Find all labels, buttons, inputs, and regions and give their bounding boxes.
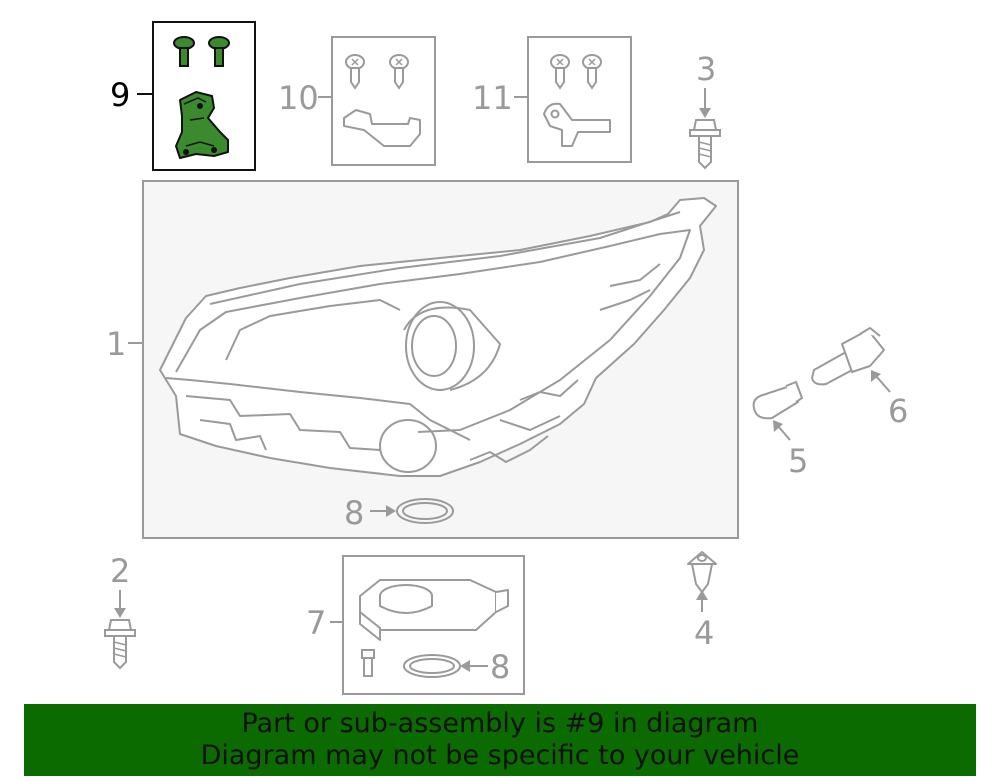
leader-4 [696,590,708,612]
parts-diagram: 9 10 11 3 1 [104,21,908,695]
callout-6[interactable]: 6 [888,392,908,430]
part-3-bolt[interactable] [689,119,721,169]
part-10-box[interactable] [331,36,436,166]
callout-3[interactable]: 3 [696,50,716,88]
info-banner: Part or sub-assembly is #9 in diagram Di… [24,704,976,776]
part-11-box[interactable] [527,36,632,163]
part-7-box[interactable] [342,555,525,695]
callout-5[interactable]: 5 [788,442,808,480]
part-8-gasket-upper[interactable] [396,498,454,524]
callout-7[interactable]: 7 [306,604,326,642]
part-4-clip[interactable] [687,551,717,593]
part-9-screw-left [173,36,195,67]
callout-8-lower[interactable]: 8 [490,648,510,686]
part-1-headlamp[interactable] [159,197,717,477]
part-9-screw-right [208,36,230,67]
callout-4[interactable]: 4 [694,614,714,652]
leader-5 [773,420,791,441]
callout-10[interactable]: 10 [278,79,319,117]
part-2-bolt[interactable] [104,619,136,669]
part-7-bolt [361,649,375,677]
leader-3 [699,88,711,118]
banner-line-1: Part or sub-assembly is #9 in diagram [241,708,759,739]
leader-8-upper [370,505,396,517]
leader-6 [871,370,891,393]
callout-8-upper[interactable]: 8 [344,494,364,532]
callout-11[interactable]: 11 [472,79,513,117]
callout-2[interactable]: 2 [110,552,130,590]
part-9-box[interactable] [152,21,256,171]
leader-2 [114,590,126,618]
leader-8-lower [460,660,488,672]
banner-line-2: Diagram may not be specific to your vehi… [200,740,800,771]
callout-1[interactable]: 1 [106,325,126,363]
part-9-bracket [175,91,229,159]
part-5-bulb[interactable] [752,380,804,420]
callout-9[interactable]: 9 [110,76,130,114]
part-6-bulb[interactable] [811,327,885,386]
